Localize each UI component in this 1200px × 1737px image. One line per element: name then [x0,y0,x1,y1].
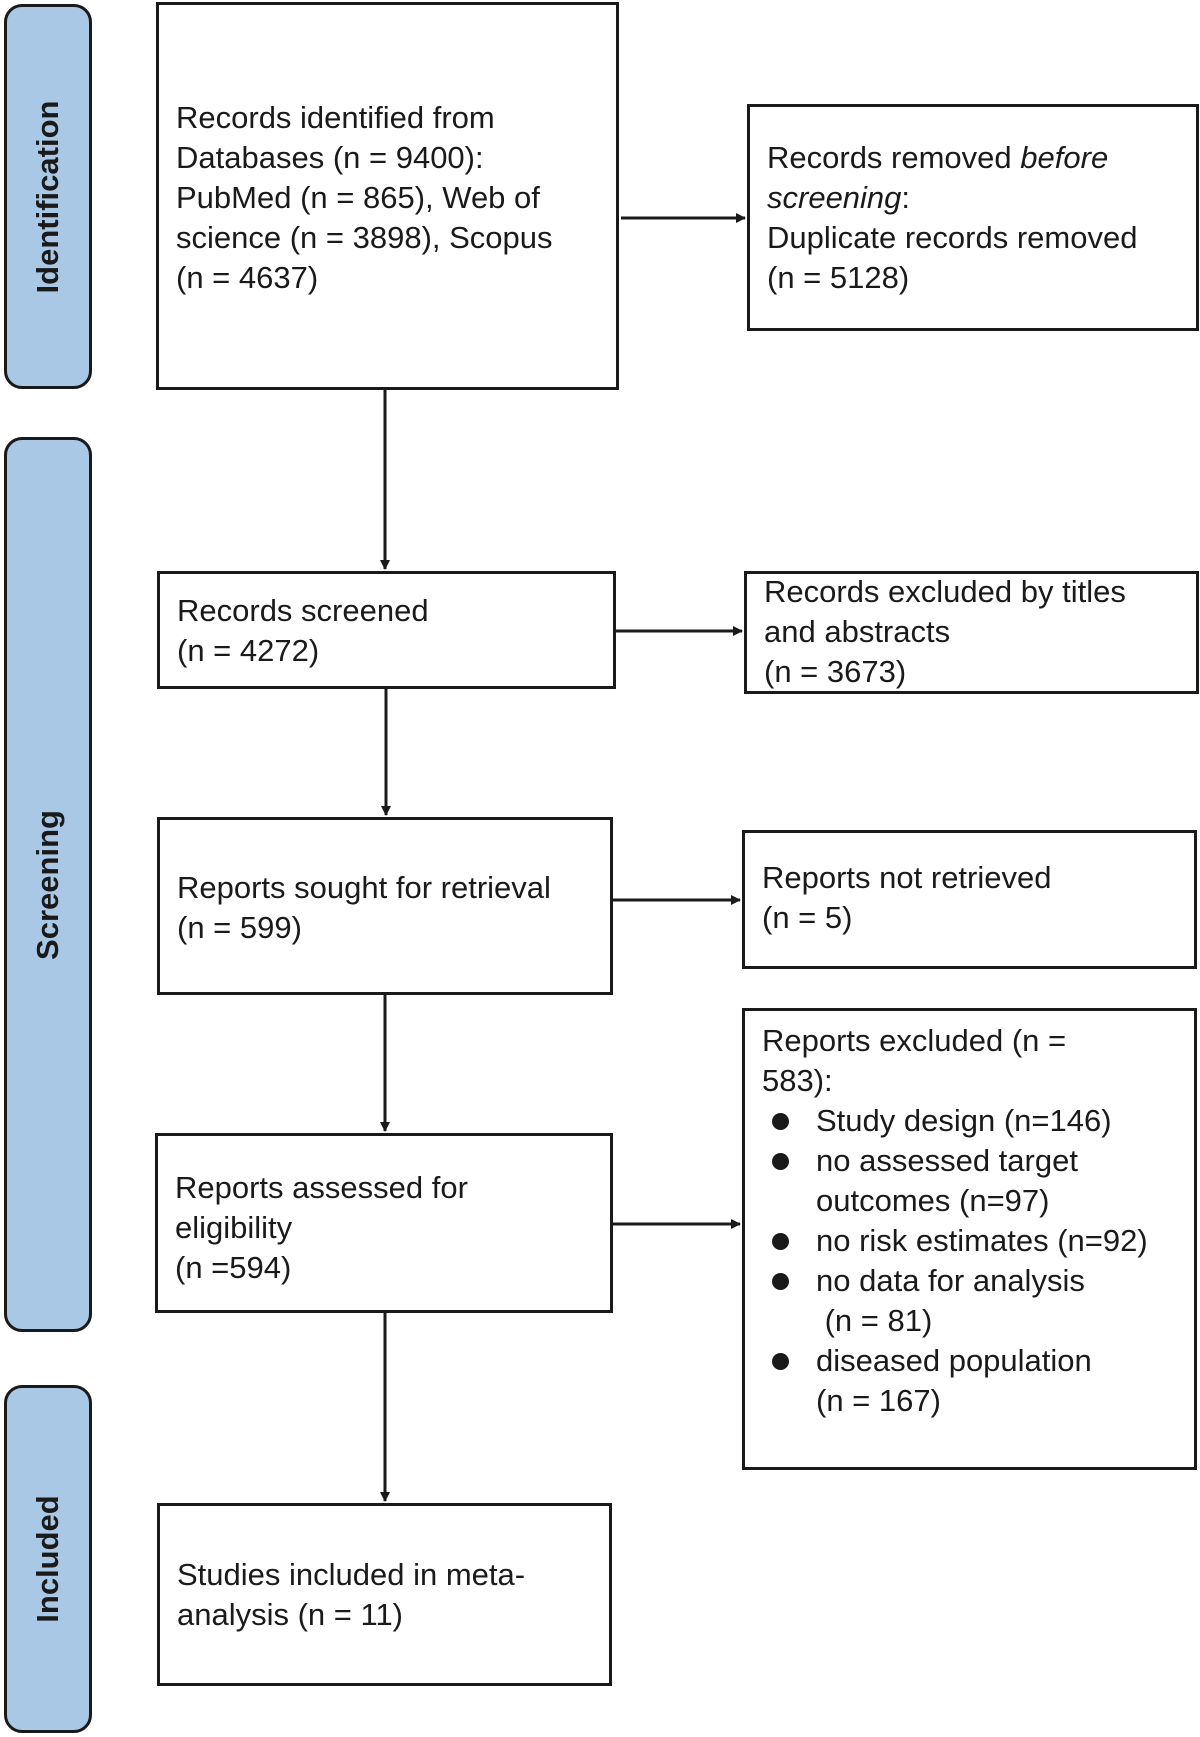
records-removed-box: Records removed before screening: Duplic… [747,104,1199,331]
records-removed-line-4: (n = 5128) [767,260,910,295]
phase-screening: Screening [4,437,92,1332]
reports-assessed-line: eligibility [175,1210,293,1245]
records-removed-screening: screening [767,180,902,215]
records-excluded-line: (n = 3673) [764,654,907,689]
exclusion-reason-text: no assessed target [816,1143,1078,1178]
records-removed-line-1: Records removed before [767,138,1188,178]
exclusion-reason-text: (n = 81) [816,1303,933,1338]
records-identified-line: Databases (n = 9400): [176,140,484,175]
reports-sought-box: Reports sought for retrieval (n = 599) [157,817,613,995]
exclusion-reasons-list: Study design (n=146) no assessed target … [762,1101,1186,1421]
records-excluded-box: Records excluded by titles and abstracts… [744,571,1199,694]
exclusion-reason-text: diseased population [816,1343,1092,1378]
exclusion-reason-item: diseased population (n = 167) [762,1341,1186,1421]
records-removed-before: before [1020,140,1109,175]
exclusion-reason-text: no risk estimates (n=92) [816,1223,1148,1258]
records-screened-line: (n = 4272) [177,633,320,668]
exclusion-reason-item: no assessed target outcomes (n=97) [762,1141,1186,1221]
exclusion-reason-text: Study design (n=146) [816,1103,1112,1138]
records-removed-line-2: screening: [767,178,1188,218]
exclusion-reason-item: Study design (n=146) [762,1101,1186,1141]
records-screened-line: Records screened [177,593,429,628]
reports-assessed-line: Reports assessed for [175,1170,468,1205]
records-identified-line: science (n = 3898), Scopus [176,220,553,255]
reports-excluded-heading: Reports excluded (n = [762,1023,1067,1058]
reports-sought-line: (n = 599) [177,910,302,945]
records-excluded-line: Records excluded by titles [764,574,1126,609]
studies-included-line: Studies included in meta- [177,1557,526,1592]
exclusion-reason-text: no data for analysis [816,1263,1085,1298]
records-identified-line: PubMed (n = 865), Web of [176,180,540,215]
reports-sought-line: Reports sought for retrieval [177,870,551,905]
records-removed-prefix: Records removed [767,140,1021,175]
records-screened-box: Records screened (n = 4272) [157,571,616,689]
exclusion-reason-text: (n = 167) [816,1383,941,1418]
exclusion-reason-item: no data for analysis (n = 81) [762,1261,1186,1341]
exclusion-reason-item: no risk estimates (n=92) [762,1221,1186,1261]
reports-not-retrieved-box: Reports not retrieved (n = 5) [742,830,1197,969]
studies-included-box: Studies included in meta- analysis (n = … [157,1503,612,1686]
reports-not-retrieved-line: (n = 5) [762,900,853,935]
exclusion-reason-text: outcomes (n=97) [816,1183,1050,1218]
phase-included: Included [4,1385,92,1733]
reports-not-retrieved-line: Reports not retrieved [762,860,1052,895]
records-identified-line: Records identified from [176,100,495,135]
records-identified-box: Records identified from Databases (n = 9… [156,2,619,390]
reports-excluded-heading: 583): [762,1063,833,1098]
phase-identification: Identification [4,4,92,389]
records-excluded-line: and abstracts [764,614,951,649]
studies-included-line: analysis (n = 11) [177,1597,404,1632]
records-identified-line: (n = 4637) [176,260,319,295]
reports-excluded-box: Reports excluded (n = 583): Study design… [742,1008,1197,1470]
records-removed-colon: : [901,180,911,215]
reports-assessed-line: (n =594) [175,1250,292,1285]
reports-assessed-box: Reports assessed for eligibility (n =594… [155,1133,613,1313]
records-removed-line-3: Duplicate records removed [767,220,1138,255]
